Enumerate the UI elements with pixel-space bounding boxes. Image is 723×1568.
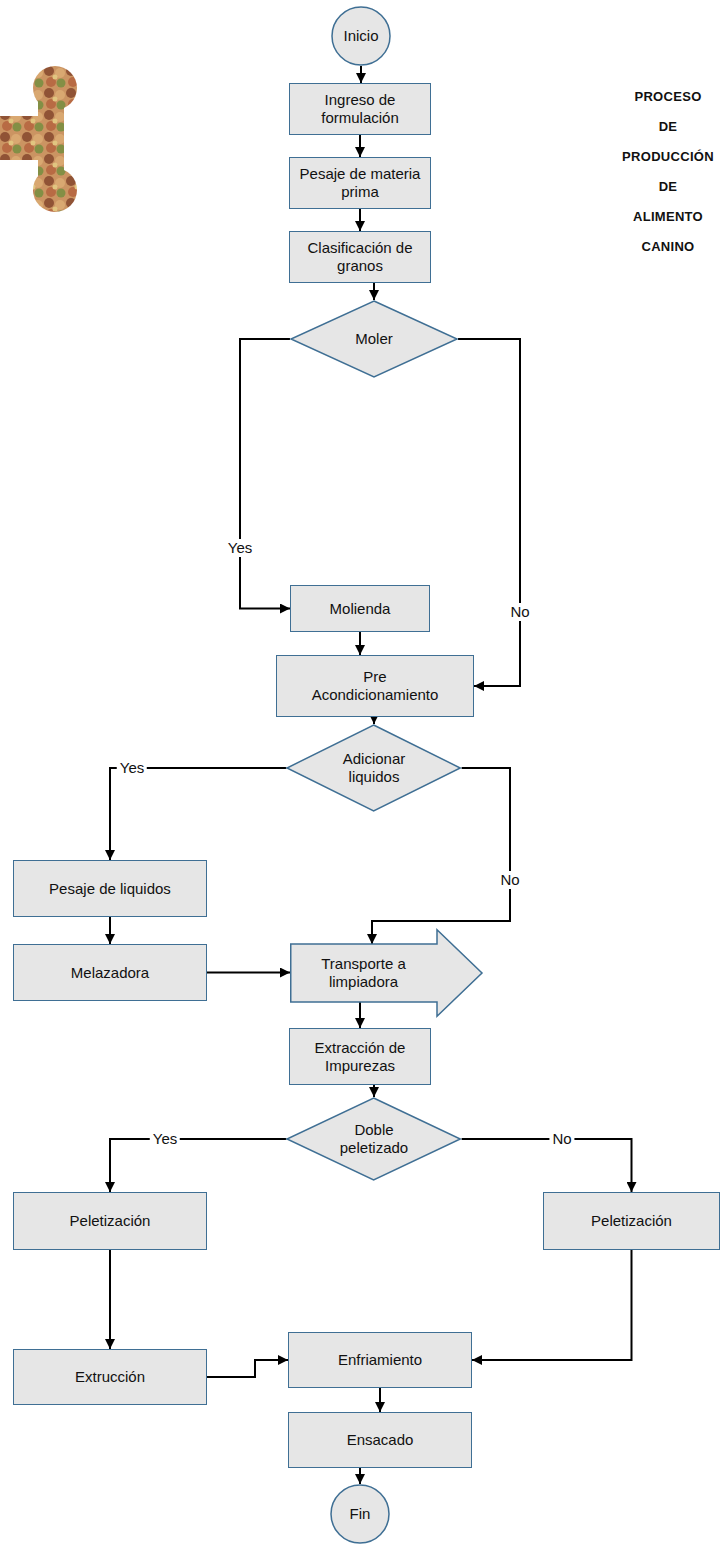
connector — [379, 1388, 381, 1412]
node-text-group: Extrucción — [75, 1368, 145, 1386]
connector — [472, 1250, 632, 1360]
connector — [462, 1139, 632, 1192]
process-box: Enfriamiento — [288, 1332, 472, 1388]
node-text: Molienda — [330, 600, 391, 618]
node-text: Doble peletizado — [328, 1121, 420, 1157]
node-text: Pre Acondicionamiento — [305, 668, 445, 704]
edge-label: No — [549, 1130, 574, 1148]
connector — [359, 632, 361, 655]
node-text-group: Inicio — [343, 27, 378, 45]
process-box: Melazadora — [13, 944, 207, 1001]
connector — [207, 1360, 288, 1377]
process-box: Peletización — [543, 1192, 720, 1250]
node-text-group: Adicionar liquidos — [328, 750, 420, 786]
decision-diamond: Adicionar liquidos — [286, 724, 461, 812]
connector — [110, 768, 286, 860]
connector — [458, 339, 520, 686]
edge-label: Yes — [225, 539, 255, 557]
edge-label: No — [497, 871, 522, 889]
node-text-group: Enfriamiento — [338, 1351, 422, 1369]
connector — [360, 66, 362, 83]
connector — [359, 209, 361, 231]
connector — [207, 972, 290, 974]
node-text: Peletización — [591, 1212, 672, 1230]
node-text: Adicionar liquidos — [328, 750, 420, 786]
node-text-group: Moler — [355, 330, 393, 348]
node-text-group: Ingreso de formulación — [297, 91, 423, 127]
connector — [109, 917, 111, 944]
node-text-group: Melazadora — [71, 964, 149, 982]
process-box: Molienda — [290, 585, 430, 632]
node-text-group: Ensacado — [347, 1431, 414, 1449]
node-text: Extrucción — [75, 1368, 145, 1386]
connector — [373, 717, 375, 724]
connector — [359, 135, 361, 157]
connector — [109, 1250, 111, 1349]
node-text-group: Pre Acondicionamiento — [305, 668, 445, 704]
connector — [240, 339, 290, 609]
node-text-group: Pesaje de materia prima — [297, 165, 423, 201]
process-box: Ensacado — [288, 1412, 472, 1468]
decision-diamond: Doble peletizado — [286, 1097, 461, 1181]
kibble-bone-illustration — [0, 0, 90, 225]
connector — [359, 1002, 361, 1028]
node-text: Pesaje de materia prima — [297, 165, 423, 201]
node-text-group: Peletización — [70, 1212, 151, 1230]
node-text: Fin — [350, 1505, 371, 1523]
diagram-title: PROCESO DE PRODUCCIÓN DE ALIMENTO CANINO — [616, 82, 720, 262]
node-text: Melazadora — [71, 964, 149, 982]
node-text: Enfriamiento — [338, 1351, 422, 1369]
process-box: Pesaje de materia prima — [289, 157, 431, 209]
process-box: Extracción de Impurezas — [289, 1028, 431, 1085]
connector — [373, 283, 375, 300]
node-text-group: Transporte a limpiadora — [304, 955, 424, 991]
node-text-group: Extracción de Impurezas — [297, 1039, 423, 1075]
connector — [359, 1468, 361, 1484]
process-box: Peletización — [13, 1192, 207, 1250]
node-text-group: Clasificación de granos — [297, 239, 423, 275]
process-box: Clasificación de granos — [289, 231, 431, 283]
node-text: Pesaje de liquidos — [49, 880, 171, 898]
connector — [110, 1139, 286, 1192]
process-box: Ingreso de formulación — [289, 83, 431, 135]
arrow-process-box: Transporte a limpiadora — [290, 929, 483, 1017]
edge-label: Yes — [117, 759, 147, 777]
node-text: Transporte a limpiadora — [304, 955, 424, 991]
node-text-group: Molienda — [330, 600, 391, 618]
process-box: Pre Acondicionamiento — [276, 655, 474, 717]
connector — [373, 1085, 375, 1097]
node-text: Clasificación de granos — [297, 239, 423, 275]
decision-diamond: Moler — [290, 300, 458, 378]
node-text: Moler — [355, 330, 393, 348]
node-text-group: Fin — [350, 1505, 371, 1523]
node-text: Inicio — [343, 27, 378, 45]
node-text-group: Doble peletizado — [328, 1121, 420, 1157]
node-text-group: Peletización — [591, 1212, 672, 1230]
process-box: Pesaje de liquidos — [13, 860, 207, 917]
node-text: Peletización — [70, 1212, 151, 1230]
edge-label: No — [507, 603, 532, 621]
node-text: Extracción de Impurezas — [297, 1039, 423, 1075]
node-text-group: Pesaje de liquidos — [49, 880, 171, 898]
terminal-circle: Fin — [330, 1484, 390, 1544]
process-box: Extrucción — [13, 1349, 207, 1405]
terminal-circle: Inicio — [331, 6, 391, 66]
edge-label: Yes — [150, 1130, 180, 1148]
node-text: Ensacado — [347, 1431, 414, 1449]
node-text: Ingreso de formulación — [297, 91, 423, 127]
